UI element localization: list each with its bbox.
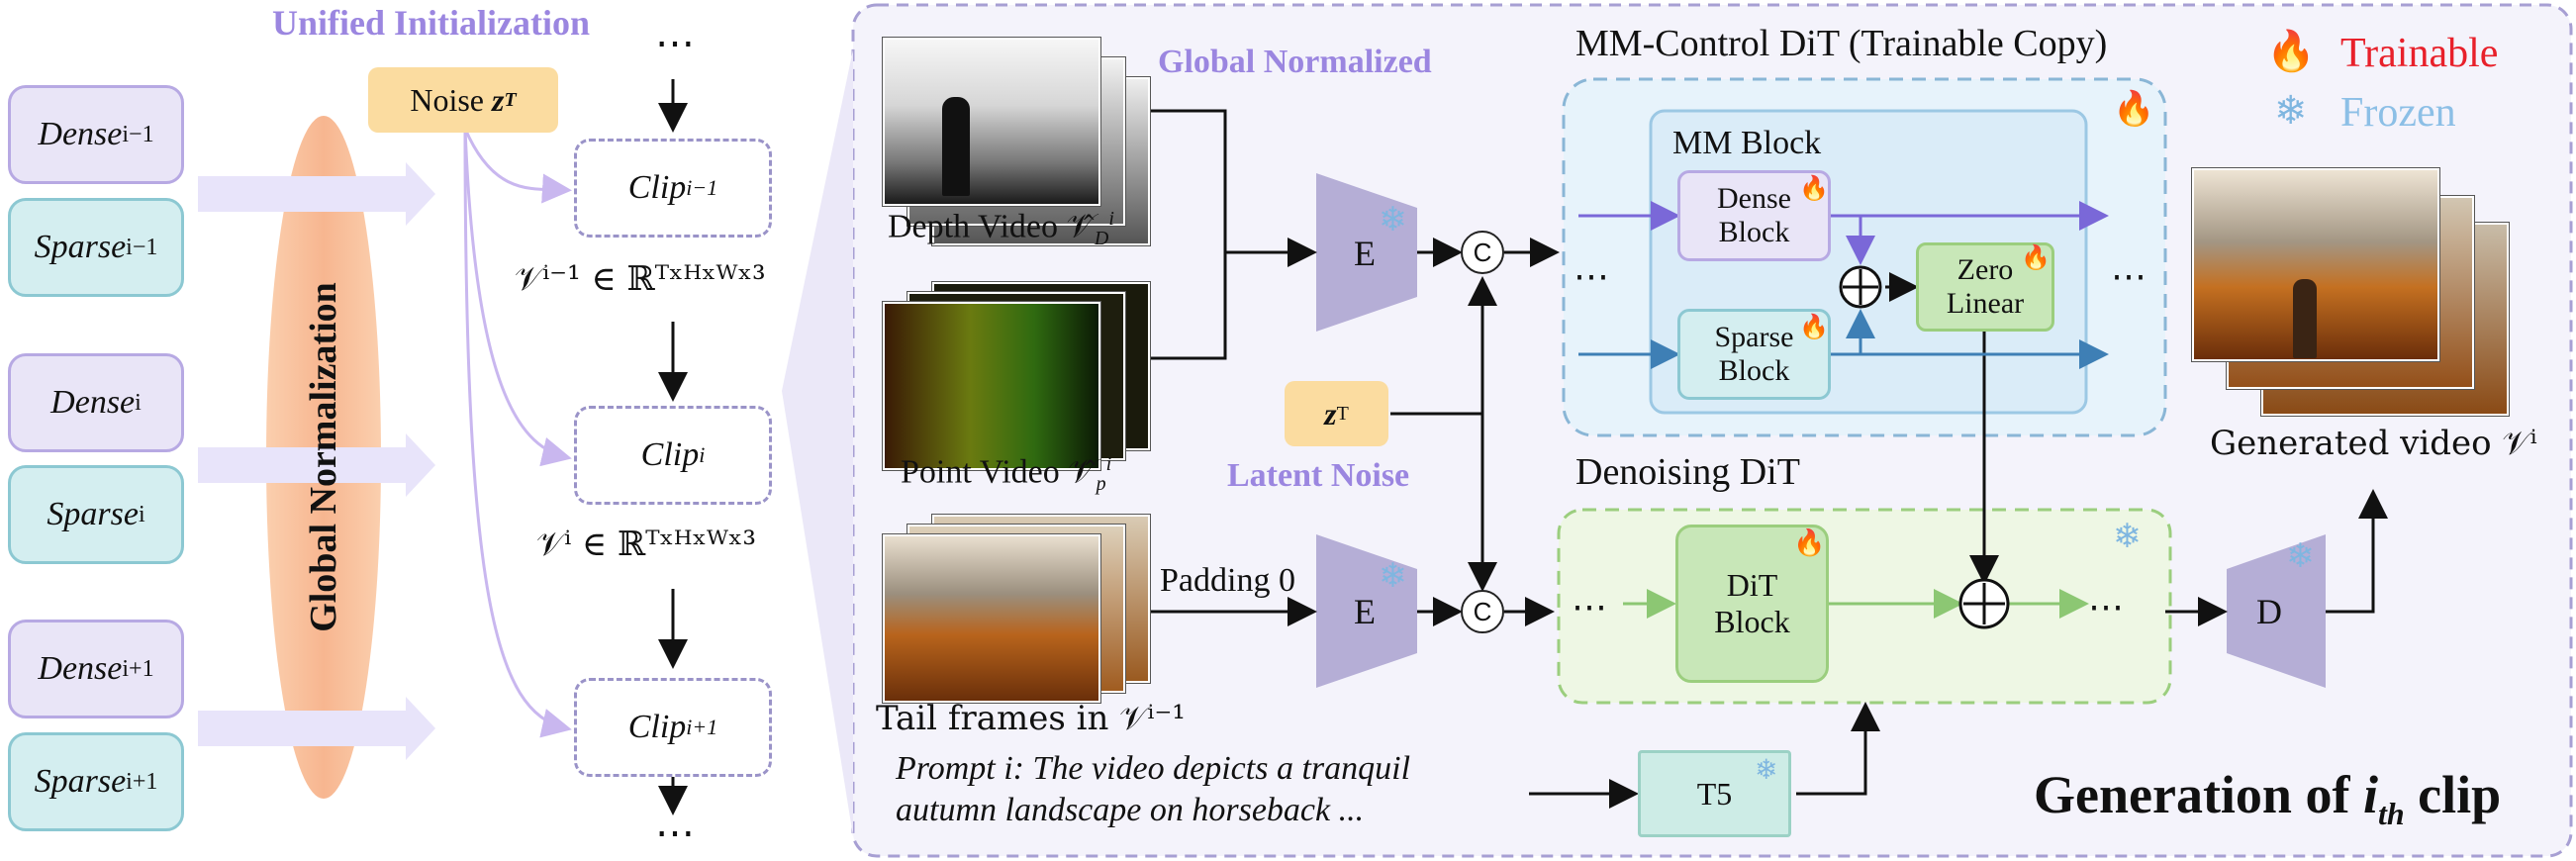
encoder-bottom-frozen-icon: ❄ [1379,556,1407,596]
legend-trainable-label: Trainable [2340,31,2499,76]
legend-trainable-icon: 🔥 [2266,29,2316,73]
point-video-stack [883,282,1150,470]
encoder-bottom-shape [1316,534,1417,688]
encoder-top-frozen-icon: ❄ [1379,200,1407,239]
legend-frozen-icon: ❄ [2274,88,2308,134]
mm-block-title: MM Block [1672,125,1822,161]
depth-video-label: Depth Video 𝒱̂Di [888,208,1114,250]
tail-frames-label: Tail frames in 𝒱ⁱ⁻¹ [876,699,1186,738]
encoder-top-shape [1316,173,1417,332]
prompt-line-2: autumn landscape on horseback ... [896,792,1365,828]
padding-label: Padding 0 [1160,562,1295,599]
sparse-block-trainable-icon: 🔥 [1799,315,1829,340]
t5-frozen-icon: ❄ [1755,753,1778,786]
t5-block: T5 [1638,750,1791,837]
denoise-right-dots: ⋯ [2088,587,2124,626]
legend-frozen-label: Frozen [2340,90,2456,136]
global-normalized-label: Global Normalized [1158,44,1432,80]
point-video-label: Point Video 𝒱̂pi [901,453,1112,496]
mm-left-dots: ⋯ [1574,256,1609,296]
depth-video-stack [883,38,1150,245]
concat-bottom: C [1461,590,1504,633]
encoder-top-label: E [1354,234,1376,273]
concat-top: C [1461,231,1504,274]
generated-video-stack [2192,168,2509,416]
v-cur-label: 𝒱ⁱ ∈ ℝᵀˣᴴˣᵂˣ³ [536,525,757,564]
decoder-frozen-icon: ❄ [2286,536,2315,576]
input-flow-arrows [198,162,435,760]
bottom-ellipsis: ⋯ [655,811,695,855]
dense-block-trainable-icon: 🔥 [1799,176,1829,202]
denoising-panel [1557,508,2172,705]
unified-initialization-label: Unified Initialization [272,3,591,43]
zero-linear-trainable-icon: 🔥 [2021,245,2051,271]
decoder-label: D [2256,592,2282,631]
encoder-bottom-label: E [1354,592,1376,631]
latent-noise-label: Latent Noise [1227,457,1410,494]
generation-title: Generation of ith clip [2034,765,2502,831]
prompt-line-1: Prompt i: The video depicts a tranquil [896,750,1411,787]
mm-control-trainable-icon: 🔥 [2113,91,2155,128]
denoising-title: Denoising DiT [1575,451,1800,493]
tail-frames-stack [883,515,1150,703]
generated-video-label: Generated video 𝒱ⁱ [2210,424,2537,463]
top-ellipsis: ⋯ [655,21,695,65]
decoder-shape [2227,534,2326,688]
mm-right-dots: ⋯ [2111,256,2147,296]
denoising-frozen-icon: ❄ [2113,517,2142,556]
denoise-left-dots: ⋯ [1572,587,1607,626]
global-normalization-label: Global Normalization [303,282,344,632]
mm-control-title: MM-Control DiT (Trainable Copy) [1575,23,2108,64]
dit-block-trainable-icon: 🔥 [1793,528,1826,557]
v-prev-label: 𝒱ⁱ⁻¹ ∈ ℝᵀˣᴴˣᵂˣ³ [515,259,766,299]
